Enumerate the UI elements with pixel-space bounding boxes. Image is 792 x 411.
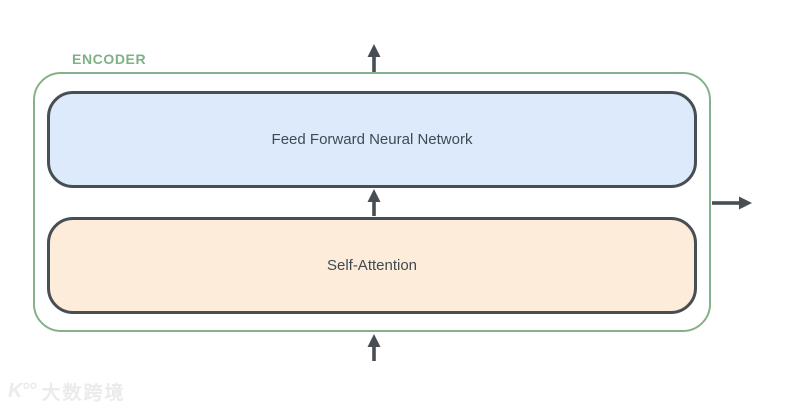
watermark-text: 大数跨境: [41, 383, 126, 404]
output-arrow-top-icon: [367, 44, 381, 72]
feed-forward-label: Feed Forward Neural Network: [271, 131, 473, 148]
encoder-label: ENCODER: [72, 51, 147, 67]
feed-forward-block: Feed Forward Neural Network: [47, 91, 697, 188]
self-attention-label: Self-Attention: [326, 257, 418, 274]
side-output-arrow-icon: [712, 196, 752, 210]
watermark-logo-icon: K°°: [8, 380, 36, 402]
self-attention-block: Self-Attention: [47, 217, 697, 314]
input-arrow-bottom-icon: [367, 334, 381, 361]
inter-block-arrow-icon: [367, 189, 381, 216]
watermark: K°° 大数跨境: [8, 378, 125, 405]
